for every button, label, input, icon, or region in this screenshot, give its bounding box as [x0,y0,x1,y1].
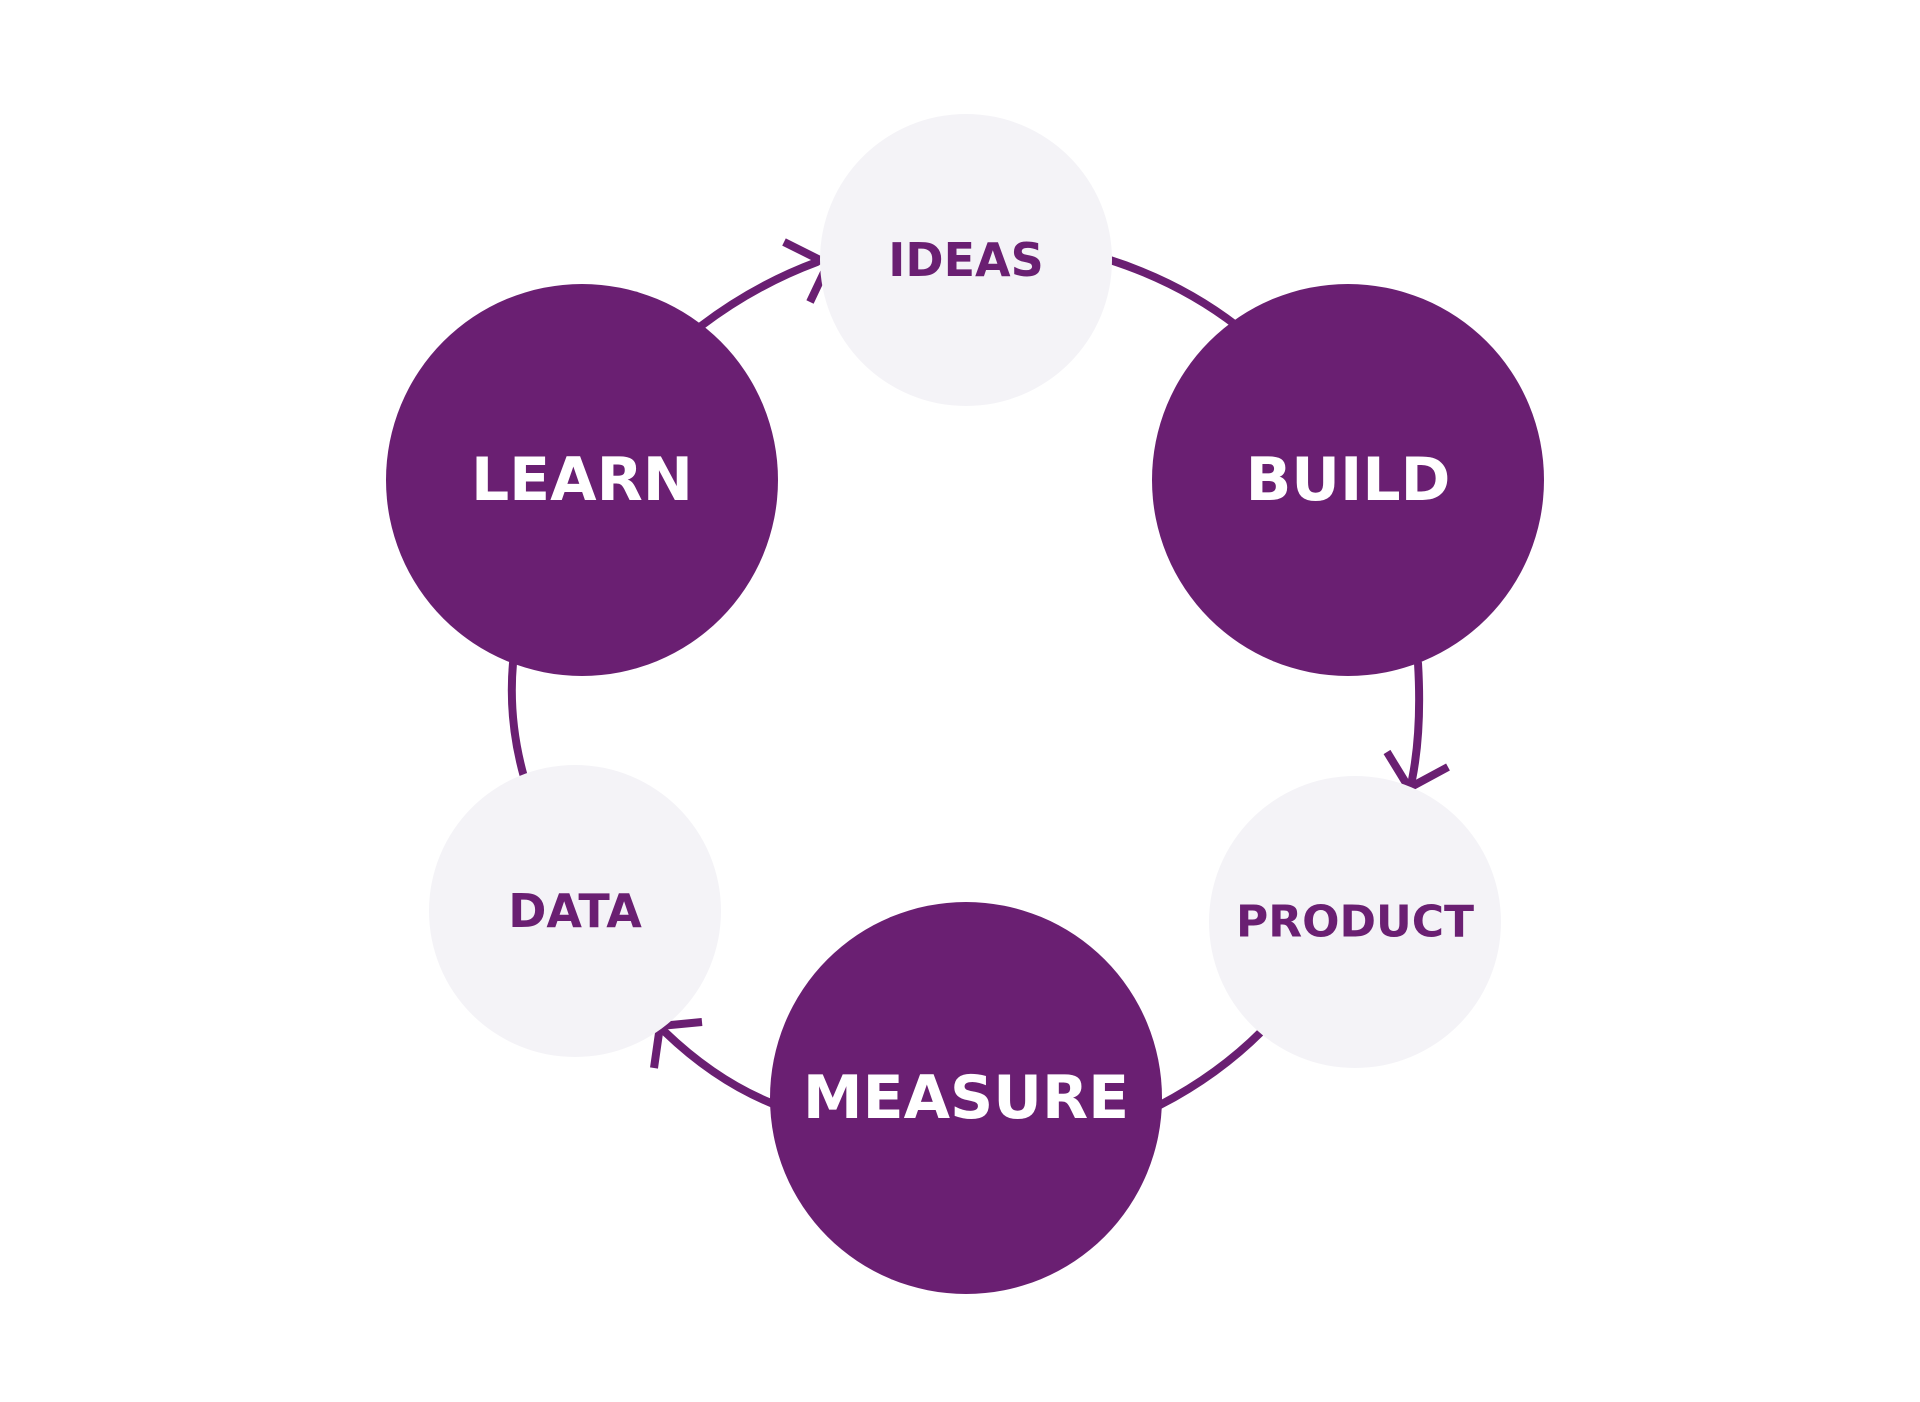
node-ideas: IDEAS [820,114,1112,406]
connector-product-to-measure [1156,1027,1266,1109]
node-learn-label: LEARN [471,445,693,515]
node-product-label: PRODUCT [1236,897,1474,948]
node-measure-label: MEASURE [803,1063,1129,1133]
connector-measure-to-data [661,1028,775,1107]
node-data-circle [429,765,721,1057]
node-product: PRODUCT [1209,776,1501,1068]
node-ideas-circle [820,114,1112,406]
node-build-label: BUILD [1246,445,1451,515]
node-learn-circle [386,284,778,676]
node-measure: MEASURE [770,902,1162,1294]
connector-data-to-learn [507,659,528,781]
node-data-label: DATA [508,884,642,938]
connector-ideas-to-build [1103,255,1241,330]
node-measure-circle [770,902,1162,1294]
node-build-circle [1152,284,1544,676]
node-learn: LEARN [386,284,778,676]
connector-learn-to-ideas [697,258,821,330]
node-product-circle [1209,776,1501,1068]
node-build: BUILD [1152,284,1544,676]
node-data: DATA [429,765,721,1057]
connector-build-to-product [1408,659,1424,784]
node-ideas-label: IDEAS [888,233,1043,287]
